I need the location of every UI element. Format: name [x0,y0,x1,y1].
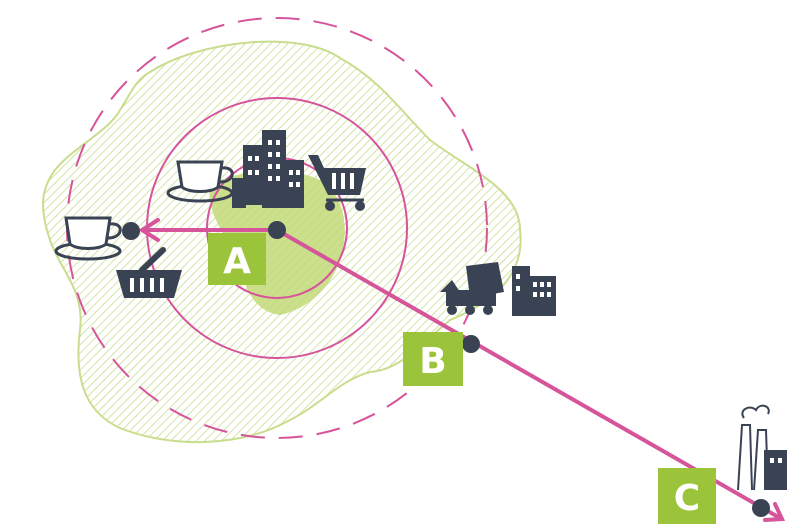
apartment-building-icon [512,266,556,316]
arrow-a-to-left [138,218,279,242]
dump-truck-icon [440,262,504,315]
svg-text:C: C [674,478,700,519]
point-left [122,222,140,240]
point-c [752,499,770,517]
coffee-cup-icon [54,216,122,261]
label-a: A [208,233,266,285]
factory-icon [737,404,787,491]
label-c: C [658,468,716,524]
point-b [462,335,480,353]
label-b: B [403,332,463,386]
svg-text:B: B [419,341,446,382]
svg-text:A: A [223,241,251,282]
point-a [268,221,286,239]
shopping-basket-icon [116,247,182,298]
city-buildings-icon [232,130,304,208]
shopping-cart-icon [308,155,366,211]
